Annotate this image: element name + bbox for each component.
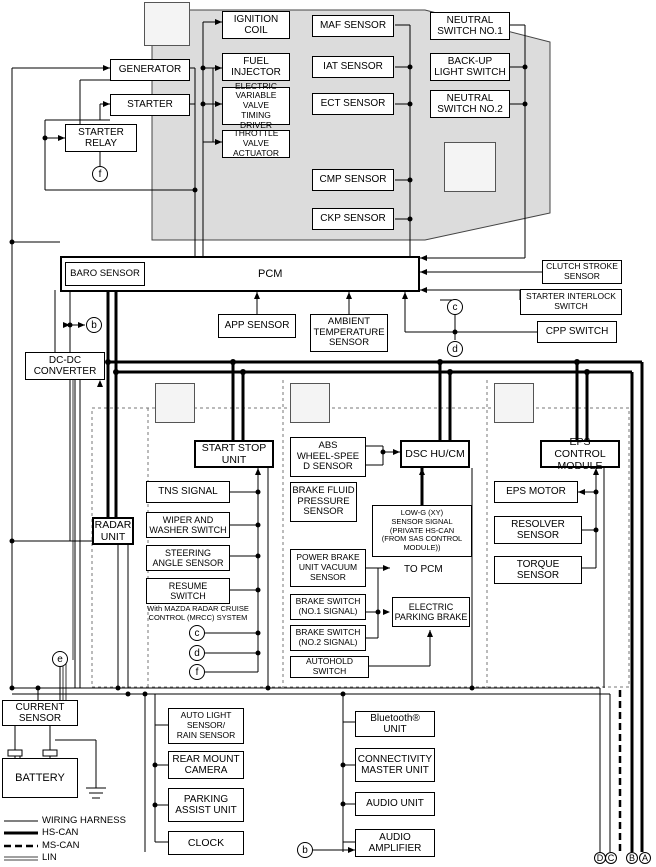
legend-lin: LIN (42, 852, 57, 863)
fuel-injector: FUEL INJECTOR (222, 53, 290, 81)
dsc-hu-cm: DSC HU/CM (400, 440, 470, 468)
brake-switch-2: BRAKE SWITCH (NO.2 SIGNAL) (290, 625, 366, 651)
connector-b: b (297, 842, 313, 858)
legend-wiring-harness: WIRING HARNESS (42, 815, 126, 826)
autohold-switch: AUTOHOLD SWITCH (290, 656, 369, 678)
resume-switch: RESUME SWITCH (146, 578, 230, 604)
to-pcm-label: TO PCM (404, 564, 443, 575)
abs-wheel-speed-sensor: ABS WHEEL-SPEE D SENSOR (290, 437, 366, 477)
bluetooth-unit: Bluetooth® UNIT (355, 711, 435, 737)
ckp-sensor: CKP SENSOR (312, 208, 394, 230)
engine-picture (144, 2, 190, 46)
starter: STARTER (110, 94, 190, 116)
mrcc-note: With MAZDA RADAR CRUISE CONTROL (MRCC) S… (147, 604, 249, 622)
dc-dc-converter: DC-DC CONVERTER (25, 352, 105, 380)
torque-sensor: TORQUE SENSOR (494, 556, 582, 584)
app-sensor: APP SENSOR (218, 314, 296, 338)
steering-wheel-picture (494, 383, 534, 423)
rear-mount-camera: REAR MOUNT CAMERA (168, 751, 244, 779)
connector-f-upper: f (92, 166, 108, 182)
backup-light-switch: BACK-UP LIGHT SWITCH (430, 53, 510, 81)
audio-unit: AUDIO UNIT (355, 792, 435, 816)
audio-amplifier: AUDIO AMPLIFIER (355, 829, 435, 857)
legend-hs-can: HS-CAN (42, 827, 79, 838)
connector-f: f (189, 664, 205, 680)
connectivity-master-unit: CONNECTIVITY MASTER UNIT (355, 748, 435, 782)
low-g-sensor-signal: LOW-G (XY) SENSOR SIGNAL (PRIVATE HS-CAN… (372, 505, 472, 557)
neutral-switch-1: NEUTRAL SWITCH NO.1 (430, 12, 510, 40)
electric-parking-brake: ELECTRIC PARKING BRAKE (392, 597, 470, 627)
eps-control-module: EPS CONTROL MODULE (540, 436, 620, 472)
connector-e: e (52, 651, 68, 667)
clock: CLOCK (168, 831, 244, 855)
connector-c-pcm: c (447, 299, 463, 315)
transmission-picture (444, 142, 496, 192)
connector-b-pcm: b (86, 317, 102, 333)
battery: BATTERY (2, 758, 78, 798)
throttle-valve-actuator: THROTTLE VALVE ACTUATOR (222, 128, 290, 158)
tns-signal: TNS SIGNAL (146, 481, 230, 503)
pcm-title: PCM (258, 268, 283, 280)
clutch-stroke-sensor: CLUTCH STROKE SENSOR (542, 260, 622, 284)
edge-connector-c: C (605, 852, 617, 864)
evvt-driver: ELECTRIC VARIABLE VALVE TIMING DRIVER (222, 81, 290, 130)
edge-connector-b: B (626, 852, 638, 864)
generator: GENERATOR (110, 59, 190, 81)
wiper-washer-switch: WIPER AND WASHER SWITCH (146, 512, 230, 538)
start-stop-unit: START STOP UNIT (194, 440, 274, 468)
brake-fluid-pressure-sensor: BRAKE FLUID PRESSURE SENSOR (290, 482, 357, 522)
ambient-temperature-sensor: AMBIENT TEMPERATURE SENSOR (310, 314, 388, 352)
ect-sensor: ECT SENSOR (312, 93, 394, 115)
connector-c: c (189, 625, 205, 641)
parking-assist-unit: PARKING ASSIST UNIT (168, 788, 244, 822)
resolver-sensor: RESOLVER SENSOR (494, 516, 582, 544)
edge-connector-a: A (639, 852, 651, 864)
neutral-switch-2: NEUTRAL SWITCH NO.2 (430, 90, 510, 118)
key-fob-picture (155, 383, 195, 423)
baro-sensor: BARO SENSOR (65, 262, 145, 286)
auto-light-rain-sensor: AUTO LIGHT SENSOR/ RAIN SENSOR (168, 708, 244, 744)
connector-d: d (189, 645, 205, 661)
starter-relay: STARTER RELAY (65, 124, 137, 152)
connector-d-pcm: d (447, 341, 463, 357)
steering-angle-sensor: STEERING ANGLE SENSOR (146, 545, 230, 571)
maf-sensor: MAF SENSOR (312, 15, 394, 37)
brake-pedal-picture (290, 383, 330, 423)
starter-interlock-switch: STARTER INTERLOCK SWITCH (520, 289, 622, 315)
legend-ms-can: MS-CAN (42, 840, 80, 851)
iat-sensor: IAT SENSOR (312, 56, 394, 78)
cpp-switch: CPP SWITCH (537, 321, 617, 343)
eps-motor: EPS MOTOR (494, 481, 578, 503)
radar-unit: RADAR UNIT (92, 517, 134, 545)
power-brake-vacuum-sensor: POWER BRAKE UNIT VACUUM SENSOR (290, 549, 366, 587)
ignition-coil: IGNITION COIL (222, 11, 290, 39)
brake-switch-1: BRAKE SWITCH (NO.1 SIGNAL) (290, 594, 366, 620)
cmp-sensor: CMP SENSOR (312, 169, 394, 191)
current-sensor: CURRENT SENSOR (2, 700, 78, 726)
